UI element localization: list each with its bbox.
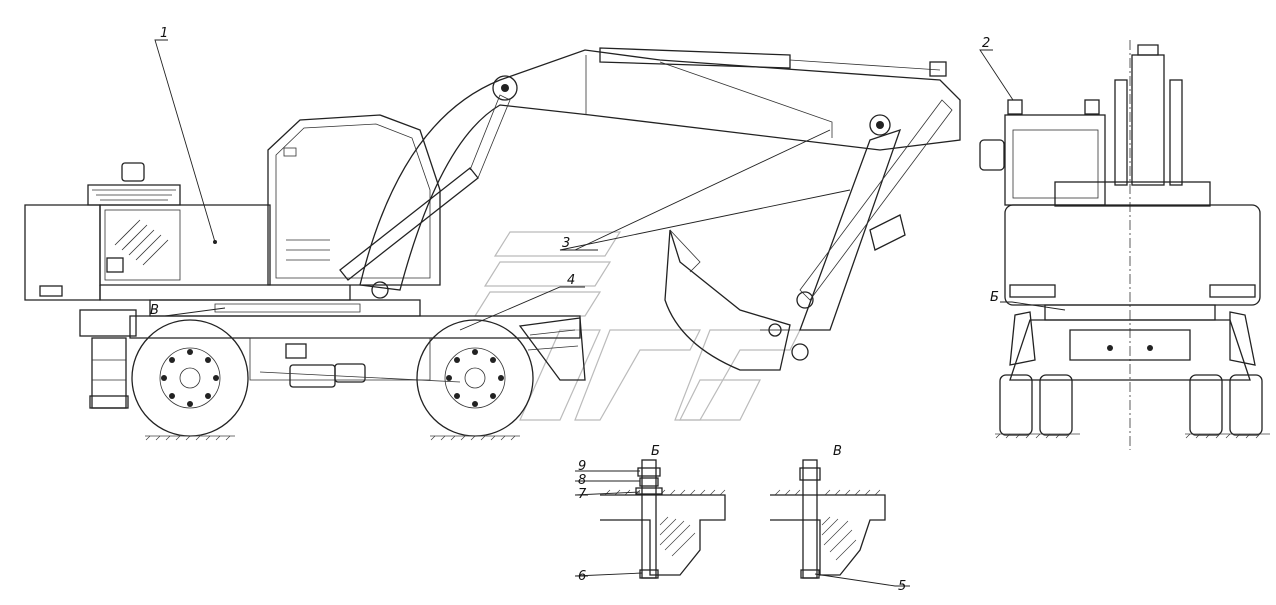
arm <box>791 99 953 361</box>
callout-view-b: Б <box>990 290 999 305</box>
bucket <box>664 229 791 371</box>
boom <box>359 49 961 299</box>
callout-9: 9 <box>578 459 586 474</box>
leader-lines <box>148 39 1066 587</box>
rear-wheel <box>131 319 249 437</box>
callout-2: 2 <box>982 36 990 51</box>
engine-grille <box>104 209 181 281</box>
front-wheel <box>416 319 534 437</box>
detail-b-title: Б <box>651 444 660 459</box>
detail-v-title: В <box>833 444 842 459</box>
callout-7: 7 <box>578 487 587 502</box>
callout-5: 5 <box>898 579 906 594</box>
detail-v-section <box>770 459 886 579</box>
excavator-front-view <box>979 40 1270 450</box>
callout-8: 8 <box>578 473 586 488</box>
detail-b-section <box>600 459 726 579</box>
callout-1: 1 <box>160 26 168 41</box>
excavator-side-view <box>24 47 961 441</box>
callouts: 1 2 3 4 5 6 7 8 9 В Б Б В <box>150 26 999 594</box>
callout-6: 6 <box>578 569 586 584</box>
callout-3: 3 <box>562 236 570 251</box>
callout-view-v: В <box>150 303 159 318</box>
callout-4: 4 <box>567 273 575 288</box>
